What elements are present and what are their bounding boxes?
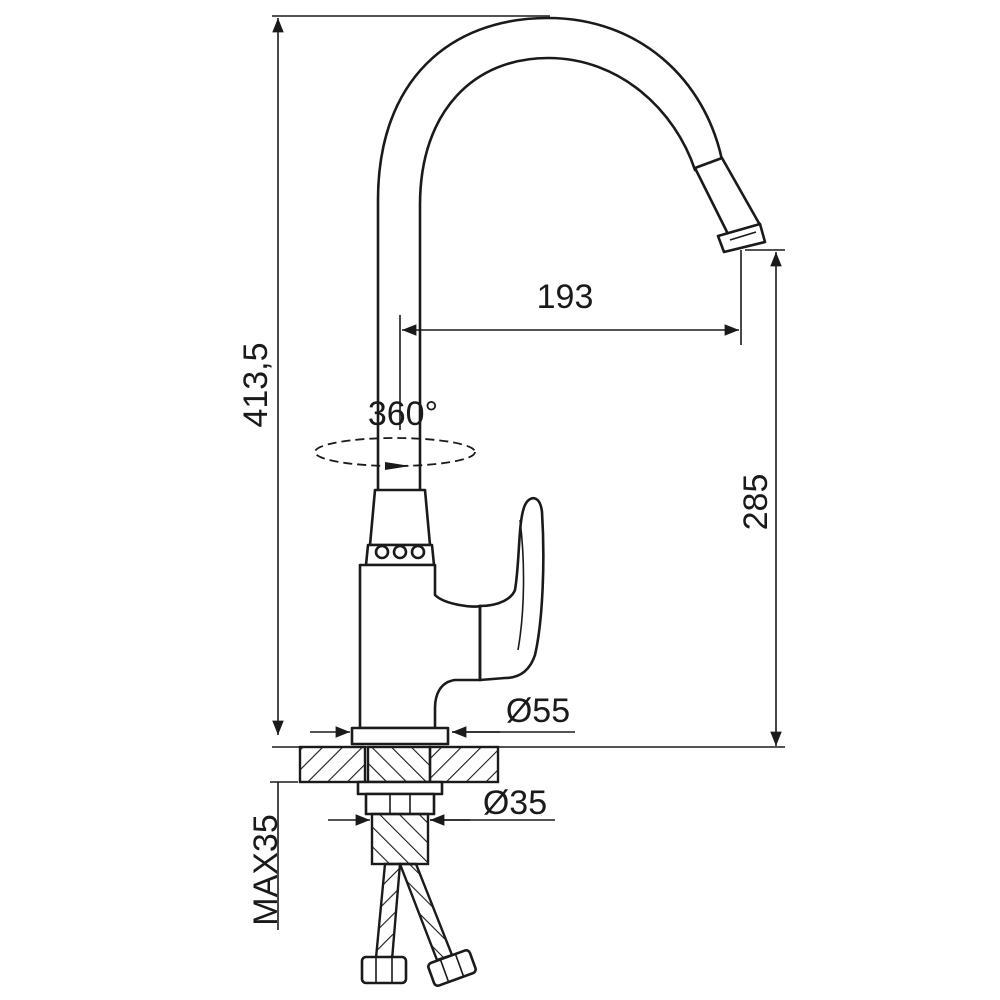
mixer-body [350, 563, 482, 746]
dimension-base-diameter: Ø55 [310, 692, 575, 738]
rotation-arrow-icon [385, 462, 410, 470]
mounting-hardware [356, 780, 444, 866]
lever-highlight [517, 519, 525, 651]
body-outline [358, 563, 482, 730]
max-mount-label: MAX35 [247, 814, 285, 926]
hose-right [398, 862, 454, 962]
supply-hoses [360, 862, 477, 987]
collar-upper [368, 488, 432, 547]
swivel-collar [364, 488, 436, 567]
mounting-shank-section [366, 745, 432, 784]
dimension-spout-height: 285 [737, 249, 785, 746]
rotation-label: 360° [368, 395, 438, 433]
collar-bolt-left [374, 544, 390, 560]
spout-height-label: 285 [737, 474, 775, 531]
hose-left-connector [360, 955, 408, 985]
mounting-nut [364, 792, 436, 816]
dimension-thread-diameter: Ø35 [328, 784, 555, 826]
collar-bolt-center [392, 544, 408, 560]
mounting-washer [356, 780, 444, 796]
spout-inner-edge [418, 56, 697, 492]
lever-outline [478, 497, 545, 682]
base-ring [350, 726, 450, 746]
countertop-right-section [428, 745, 500, 784]
collar-bolt-right [410, 544, 426, 560]
rotation-indicator: 360° [314, 395, 476, 470]
aerator [716, 222, 767, 254]
hose-right-connector [427, 949, 477, 987]
base-diameter-label: Ø55 [506, 692, 570, 730]
dimension-max-mount: MAX35 [247, 781, 298, 930]
spout [376, 16, 767, 492]
reach-label: 193 [537, 278, 594, 316]
countertop-section [272, 745, 785, 784]
thread-diameter-label: Ø35 [483, 784, 547, 822]
hose-left [374, 862, 402, 962]
dimension-total-height: 413,5 [237, 15, 550, 735]
aerator-detail [729, 231, 757, 241]
spout-outer-edge [376, 16, 724, 492]
total-height-label: 413,5 [237, 342, 275, 427]
lever-handle [478, 497, 545, 682]
dimension-reach: 193 [399, 250, 742, 430]
rotation-ellipse [314, 437, 476, 467]
countertop-left-section [298, 745, 367, 784]
threaded-shank [370, 812, 430, 866]
